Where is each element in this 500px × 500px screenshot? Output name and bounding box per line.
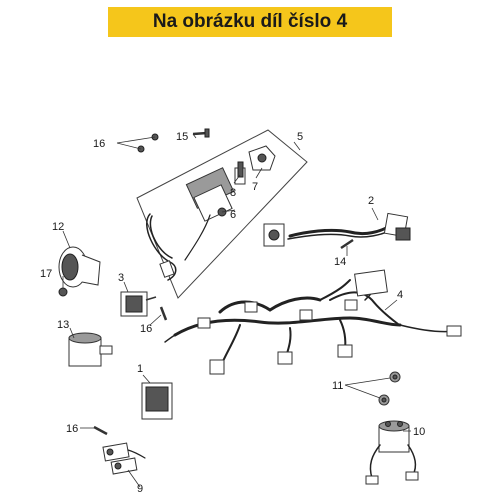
part-12-horn <box>58 246 101 288</box>
callout-14: 14 <box>334 256 346 268</box>
callout-4: 4 <box>397 289 403 301</box>
part-16-screw-bottom <box>93 425 108 436</box>
part-10-relay <box>365 420 419 485</box>
part-1-module <box>141 382 173 420</box>
part-7-switch <box>248 145 276 171</box>
part-11-nuts <box>378 371 401 406</box>
part-3-relay <box>120 291 157 317</box>
callout-16-mid: 16 <box>140 323 152 335</box>
part-16-screw-mid <box>159 306 168 321</box>
callout-12: 12 <box>52 221 64 233</box>
title-banner: Na obrázku díl číslo 4 <box>108 7 392 37</box>
part-2-cable <box>263 212 411 247</box>
callout-9: 9 <box>137 483 143 495</box>
callout-3: 3 <box>118 272 124 284</box>
callout-16: 16 <box>93 138 105 150</box>
callout-11: 11 <box>332 380 343 392</box>
callout-7: 7 <box>252 181 258 193</box>
callout-5: 5 <box>297 131 303 143</box>
callout-10: 10 <box>413 426 425 438</box>
part-6-assembly <box>146 167 246 281</box>
part-8-pin <box>237 161 244 178</box>
part-15-screw <box>192 128 210 138</box>
callout-2: 2 <box>368 195 374 207</box>
callout-13: 13 <box>57 319 69 331</box>
part-9-sensors <box>102 442 146 475</box>
callout-8: 8 <box>230 187 236 199</box>
callout-17: 17 <box>40 268 52 280</box>
callout-1: 1 <box>137 363 143 375</box>
callout-16-bottom: 16 <box>66 423 78 435</box>
part-14-screw <box>340 238 354 250</box>
leader-lines <box>62 133 411 488</box>
part-16-screws-top <box>137 133 159 153</box>
part-17-bolt <box>58 287 68 297</box>
part-4-harness <box>164 269 462 375</box>
title-text: Na obrázku díl číslo 4 <box>152 11 348 32</box>
callout-6: 6 <box>230 209 236 221</box>
part-13-component <box>68 332 113 367</box>
callout-15: 15 <box>176 131 188 143</box>
